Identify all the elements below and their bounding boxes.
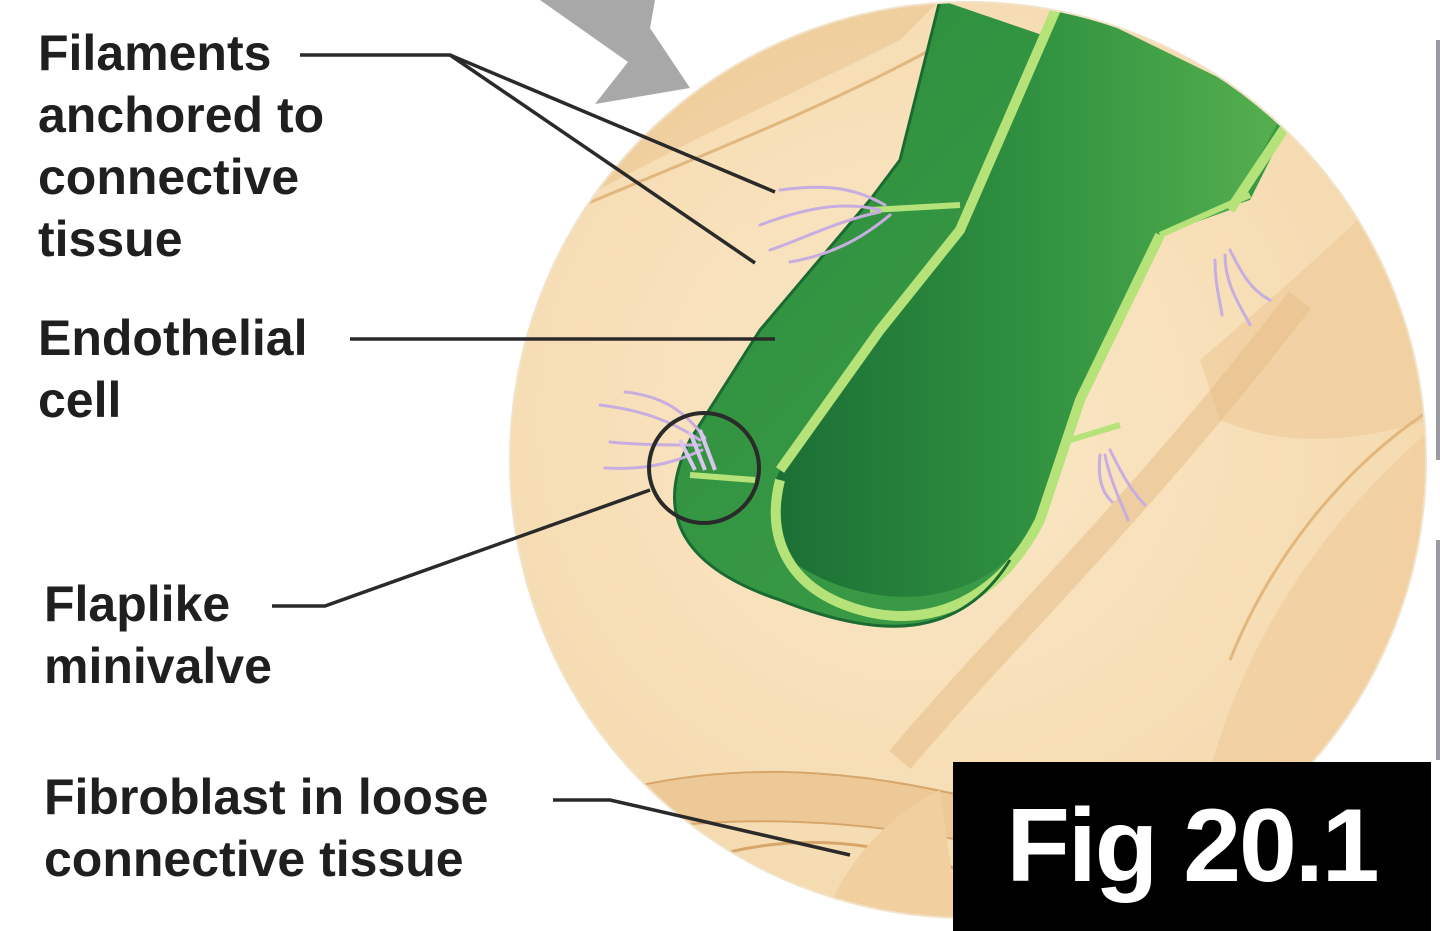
filaments-label-line: connective — [38, 149, 300, 205]
filaments-label-line: anchored to — [38, 87, 325, 143]
vessel-rim — [1225, 117, 1295, 213]
vessel-rim — [869, 202, 961, 213]
filaments-leader-line — [449, 53, 756, 265]
endothelial-label: Endothelial cell — [38, 307, 307, 431]
right-edge-divider — [1436, 540, 1440, 760]
filaments-label-line: tissue — [38, 211, 183, 267]
flaplike-label-line: minivalve — [44, 638, 272, 694]
leader-lines — [272, 53, 851, 857]
fibroblast-leader-line — [553, 798, 851, 857]
minivalve-highlight-circle — [647, 411, 761, 525]
lymphatic-vessel-lumen — [771, 2, 1285, 597]
flaplike-label-line: Flaplike — [44, 576, 231, 632]
filaments-label: Filaments anchored to connective tissue — [38, 22, 324, 270]
fibroblast-label-line: Fibroblast in loose — [44, 769, 489, 825]
figure-label-badge: Fig 20.1 — [953, 762, 1431, 931]
fibroblast-label-line: connective tissue — [44, 831, 464, 887]
vessel-rim — [689, 472, 756, 483]
vessel-rim — [1158, 192, 1252, 238]
endothelial-label-line: Endothelial — [38, 310, 308, 366]
filaments-label-line: Filaments — [38, 25, 272, 81]
vessel-rim — [1069, 422, 1121, 443]
tissue-fold — [889, 291, 1312, 769]
flaplike-label: Flaplike minivalve — [44, 573, 272, 697]
tissue-fold — [1228, 408, 1426, 661]
flaplike-leader-line — [272, 488, 651, 608]
vessel-edge — [673, 2, 1012, 628]
vessel-rim — [770, 232, 1165, 621]
tissue-fold — [559, 48, 931, 217]
vessel-rim — [775, 2, 1065, 473]
minivalve-flap-lines — [678, 429, 717, 471]
gray-arrow-icon — [540, 0, 690, 104]
right-edge-divider — [1436, 40, 1440, 460]
fibroblast-cell — [820, 790, 960, 918]
fibroblast-label: Fibroblast in loose connective tissue — [44, 766, 488, 890]
endothelial-label-line: cell — [38, 372, 122, 428]
